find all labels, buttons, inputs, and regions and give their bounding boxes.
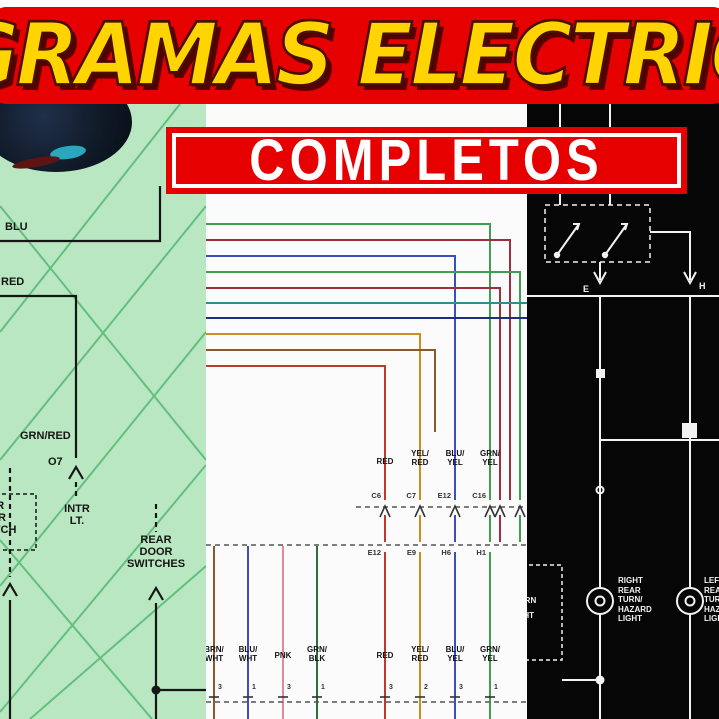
right-diagram-panel: E H RIGHT REAR TURN/ HAZARD LIGHT LEFT R… <box>527 0 719 719</box>
middle-diagram-panel: RED YEL/ RED BLU/ YEL GRN/ YEL C6 C7 E12… <box>206 0 527 719</box>
pin-number: 3 <box>218 684 222 691</box>
pin-number: 1 <box>252 684 256 691</box>
subtitle-banner-border: COMPLETOS <box>172 128 681 193</box>
pin-number: 3 <box>459 684 463 691</box>
left-rear-lamp-symbol <box>676 587 704 615</box>
connector-arrow <box>683 271 697 286</box>
intr-lt-label: INTR LT. <box>64 503 90 528</box>
cut-label-turn: TURN <box>527 596 537 605</box>
connector-label-e12b: E12 <box>367 548 381 557</box>
connector-label-c6: C6 <box>371 491 381 500</box>
middle-diagram-lines <box>206 223 527 719</box>
cut-label-light: LIGHT <box>527 611 534 620</box>
connector-label-h6: H6 <box>441 548 451 557</box>
junction-dot <box>151 685 161 695</box>
wire-label-brn-wht: BRN/ WHT <box>206 645 224 663</box>
wire-label-yel-red-top: YEL/ RED <box>411 449 429 467</box>
connector-label-o7: O7 <box>48 456 63 468</box>
subtitle-banner: COMPLETOS <box>166 127 687 194</box>
connector-dashed-rows <box>206 506 527 703</box>
right-diagram-lines <box>527 104 719 719</box>
wire-label-pnk: PNK <box>274 651 292 660</box>
terminal-label-e: E <box>583 284 590 294</box>
connector-arrow <box>2 581 18 597</box>
wire-label-blu-yel-top: BLU/ YEL <box>445 449 465 467</box>
connector-block <box>596 369 605 378</box>
cut-dashed-box <box>527 564 563 661</box>
relay-dashed-box <box>544 204 651 263</box>
left-lamp-label-cut: LEFT REAR TURN/ HAZARD LIGHT <box>704 576 719 624</box>
wire-label-blu-yel-bottom: BLU/ YEL <box>445 645 465 663</box>
pin-number: 3 <box>287 684 291 691</box>
wire-label-red: RED <box>1 276 25 288</box>
connector-label-e9: E9 <box>406 548 416 557</box>
pin-number: 2 <box>424 684 428 691</box>
wire-label-yel-red-bottom: YEL/ RED <box>411 645 429 663</box>
connector-arrow <box>148 585 164 601</box>
terminal-label-h: H <box>699 281 706 291</box>
wire-label-red-top: RED <box>376 457 394 466</box>
wire-label-grn-yel-top: GRN/ YEL <box>480 449 500 467</box>
connector-label-c7: C7 <box>406 491 416 500</box>
right-rear-lamp-symbol <box>586 587 614 615</box>
colored-wire-cascade <box>206 223 527 719</box>
right-lamp-label: RIGHT REAR TURN/ HAZARD LIGHT <box>618 576 652 624</box>
top-white-strip <box>0 0 719 8</box>
wire-label-red-bottom: RED <box>376 651 394 660</box>
pin-number: 3 <box>389 684 393 691</box>
wire-label-blu: BLU <box>5 221 28 233</box>
left-diagram-lines <box>0 103 206 719</box>
green-grid-diagonals <box>0 103 206 719</box>
wire-label-grn-red: GRN/RED <box>20 430 71 442</box>
pin-number: 1 <box>321 684 325 691</box>
connector-block <box>682 423 697 438</box>
subtitle-text: COMPLETOS <box>249 128 604 193</box>
connector-arrows <box>209 504 526 698</box>
connector-arrow <box>593 271 607 286</box>
connector-label-h1: H1 <box>476 548 486 557</box>
wire-label-grn-yel-bottom: GRN/ YEL <box>480 645 500 663</box>
connector-label-e12: E12 <box>437 491 451 500</box>
junction-dot <box>595 675 605 685</box>
splice-circle <box>595 485 605 495</box>
connector-arrow <box>68 464 84 480</box>
wire-label-grn-blk: GRN/ BLK <box>307 645 327 663</box>
wire-label-blu-wht: BLU/ WHT <box>238 645 258 663</box>
connector-label-c16: C16 <box>472 491 486 500</box>
rear-door-switches-label: REAR DOOR SWITCHES <box>126 534 186 571</box>
pin-number: 1 <box>494 684 498 691</box>
rear-door-switch-cut-label: REAR DOOR SWITCH <box>0 500 17 537</box>
switch-dashed-box <box>0 493 37 551</box>
black-wires <box>0 186 206 719</box>
